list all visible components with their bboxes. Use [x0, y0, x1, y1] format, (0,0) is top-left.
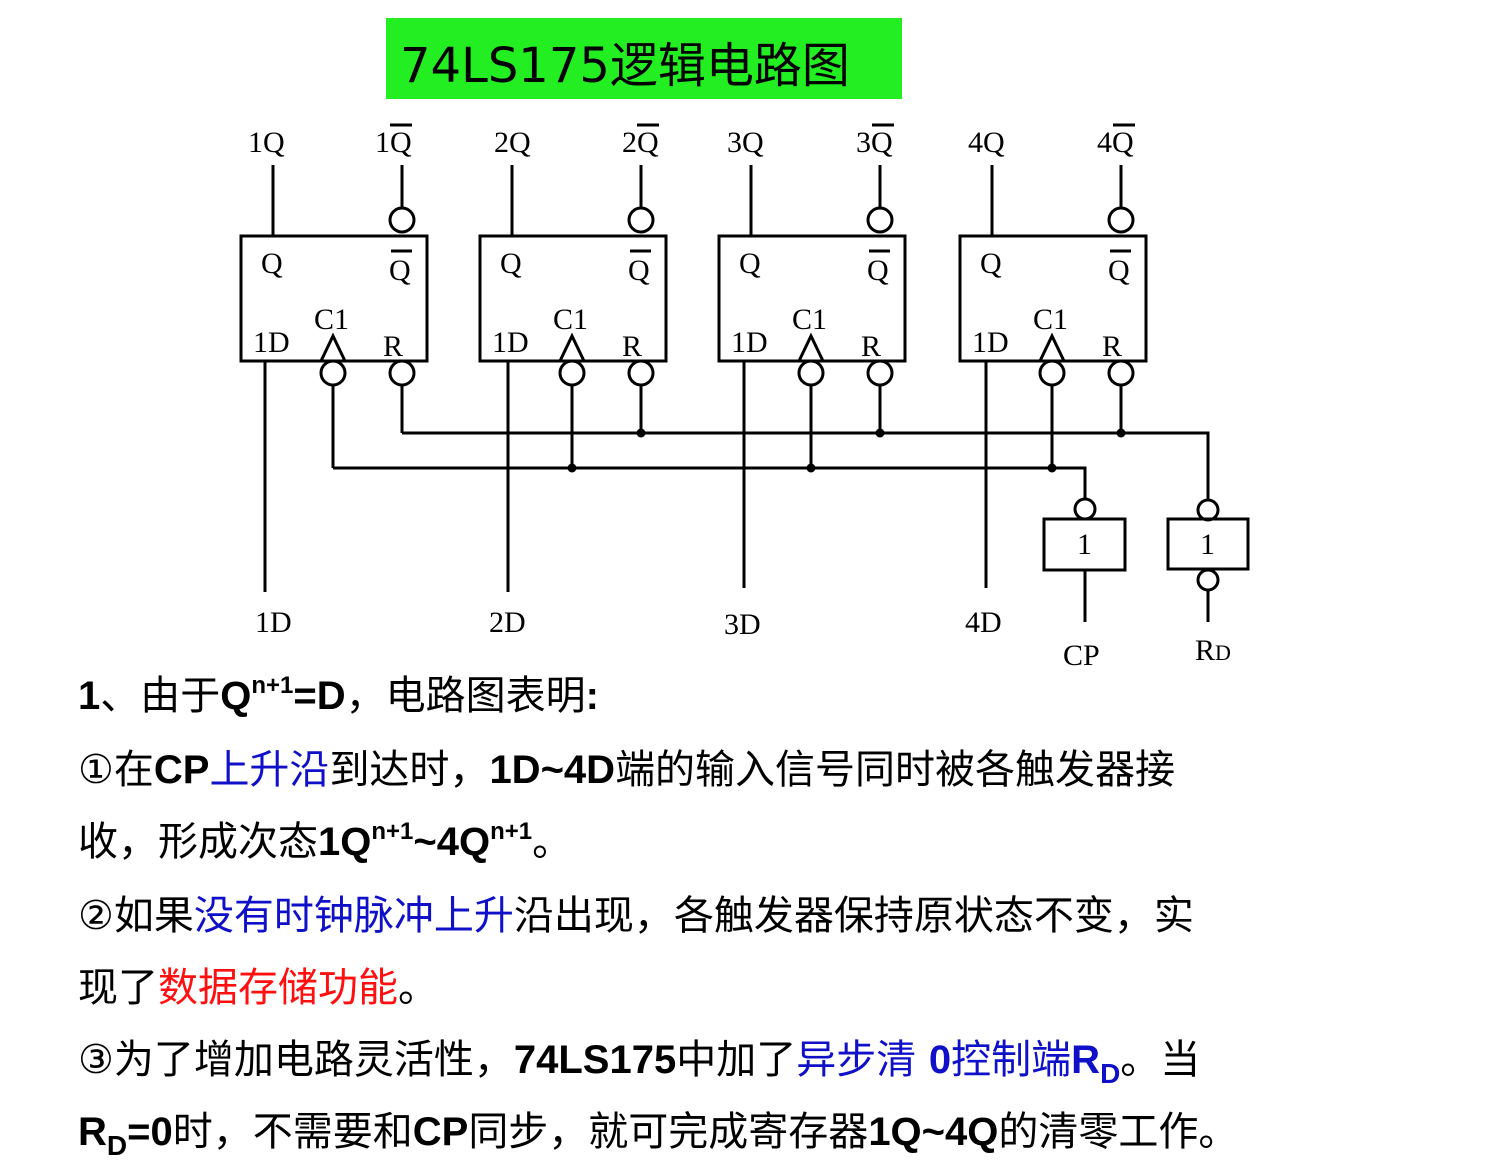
ff1-q: Q — [261, 247, 283, 280]
label-4q-bar: 4Q — [1097, 126, 1134, 159]
text-line-2: ①在CP上升沿到达时，1D~4D端的输入信号同时被各触发器接 — [78, 747, 1176, 793]
label-2q-bar: 2Q — [622, 126, 659, 159]
ff3-r: R — [861, 330, 881, 363]
label-1q-bar: 1Q — [375, 126, 412, 159]
ff2-q: Q — [500, 247, 522, 280]
ff3-qbar: Q — [867, 254, 889, 287]
label-1q: 1Q — [248, 126, 285, 159]
ff1-r: R — [383, 330, 403, 363]
ff1-1d: 1D — [253, 326, 290, 359]
ff1-c1: C1 — [314, 303, 349, 336]
label-2d: 2D — [489, 606, 526, 639]
ff3-c1: C1 — [792, 303, 827, 336]
label-cp: CP — [1063, 639, 1100, 672]
ff2-1d: 1D — [492, 326, 529, 359]
text-line-1: 1、由于Qn+1=D，电路图表明: — [78, 672, 599, 719]
ff2-qbar: Q — [628, 254, 650, 287]
label-1d: 1D — [255, 606, 292, 639]
ff2-c1: C1 — [553, 303, 588, 336]
label-4q: 4Q — [968, 126, 1005, 159]
cp-gate-label: 1 — [1077, 528, 1092, 561]
text-line-4: ②如果没有时钟脉冲上升沿出现，各触发器保持原状态不变，实 — [78, 893, 1194, 939]
logic-circuit-diagram: 1Q 1Q 2Q 2Q 3Q 3Q 4Q 4Q Q Q C1 1D R Q Q … — [239, 123, 1250, 672]
label-4d: 4D — [965, 606, 1002, 639]
rd-gate-label: 1 — [1200, 528, 1215, 561]
label-2q: 2Q — [494, 126, 531, 159]
title-banner — [386, 18, 902, 99]
ff3-1d: 1D — [731, 326, 768, 359]
ff3-q: Q — [739, 247, 761, 280]
label-rd: RD — [1195, 634, 1231, 667]
ff4-q: Q — [980, 247, 1002, 280]
label-3q-bar: 3Q — [856, 126, 893, 159]
text-line-5: 现了数据存储功能。 — [78, 965, 438, 1011]
text-line-6: ③为了增加电路灵活性，74LS175中加了异步清 0控制端RD。当 — [78, 1037, 1201, 1089]
page-title: 74LS175逻辑电路图 — [400, 38, 850, 94]
ff4-1d: 1D — [972, 326, 1009, 359]
text-line-7: RD=0时，不需要和CP同步，就可完成寄存器1Q~4Q的清零工作。 — [78, 1109, 1239, 1161]
label-3d: 3D — [724, 608, 761, 641]
text-line-3: 收，形成次态1Qn+1~4Qn+1。 — [78, 818, 573, 865]
label-3q: 3Q — [727, 126, 764, 159]
ff1-qbar: Q — [389, 254, 411, 287]
ff4-c1: C1 — [1033, 303, 1068, 336]
ff4-r: R — [1102, 330, 1122, 363]
ff2-r: R — [622, 330, 642, 363]
ff4-qbar: Q — [1108, 254, 1130, 287]
